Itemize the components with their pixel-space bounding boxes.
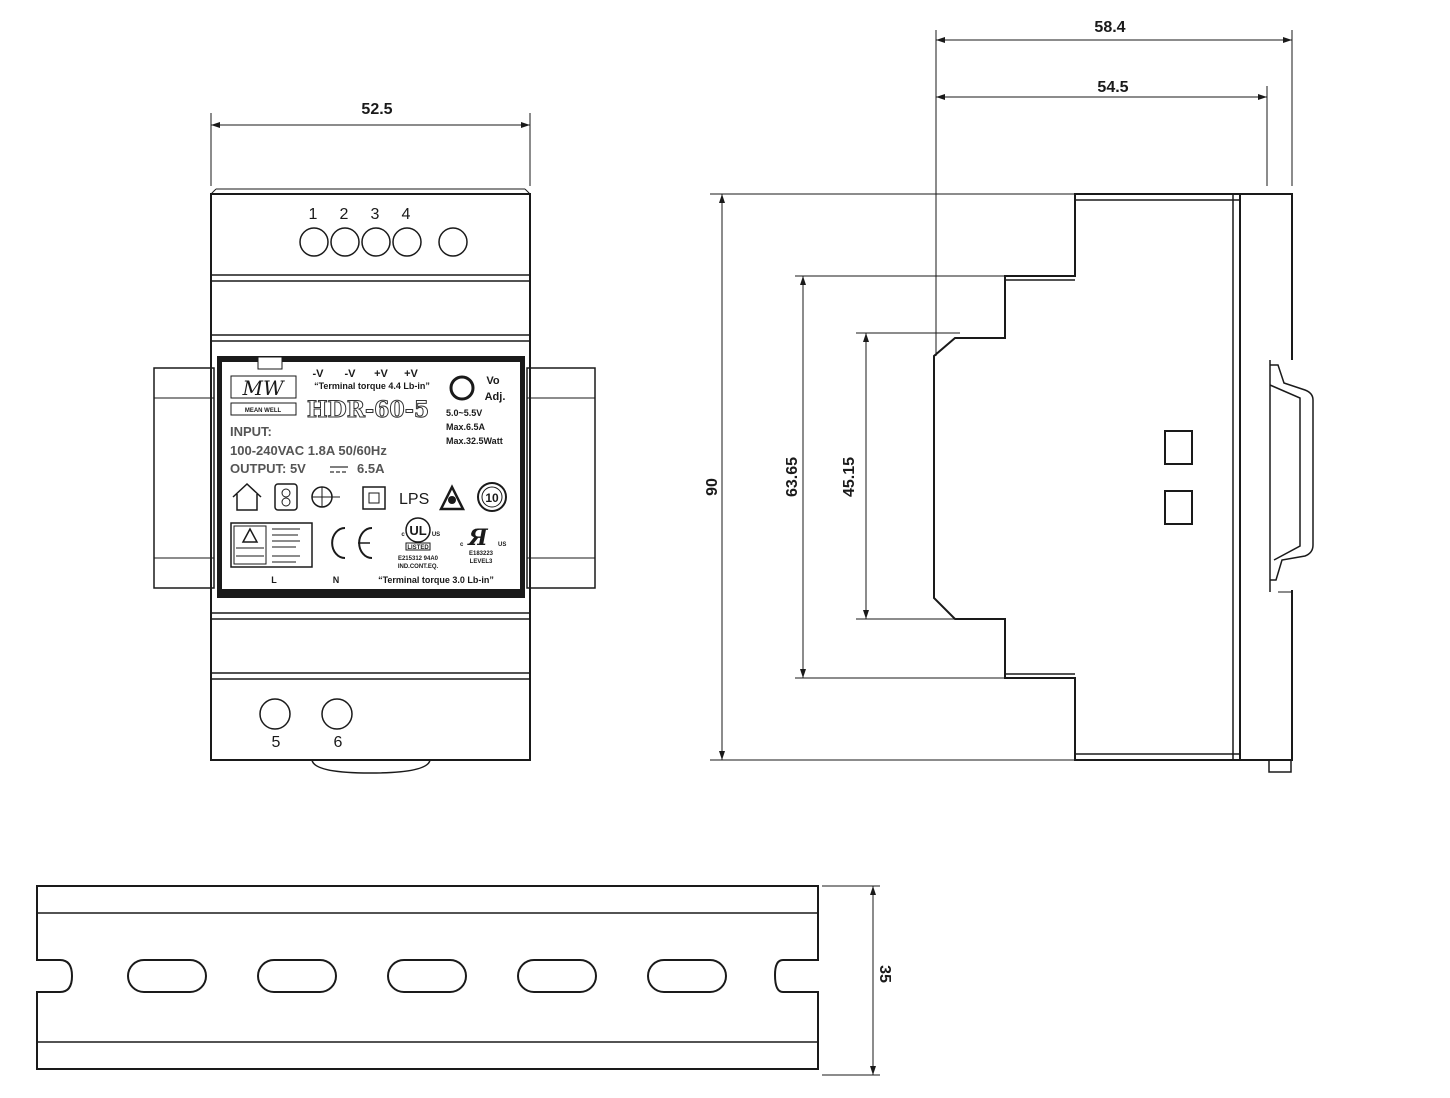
front-view: 52.5 1 2 — [153, 101, 596, 774]
dimension-total-depth-value: 58.4 — [1094, 19, 1125, 36]
pin-label-3: +V — [374, 368, 388, 380]
ul-us-text: US — [432, 532, 440, 538]
input-spec: 100-240VAC 1.8A 50/60Hz — [230, 443, 387, 458]
thermal-fuse-icon — [311, 486, 340, 508]
household-icon — [232, 482, 262, 511]
torque-top-text: “Terminal torque 4.4 Lb-in” — [314, 381, 430, 391]
pin-label-4: +V — [404, 368, 418, 380]
dimension-step-inner-value: 45.15 — [841, 457, 858, 497]
dimension-step-outer-value: 63.65 — [784, 457, 801, 497]
ur-c-text: c — [460, 542, 464, 548]
torque-bottom-text: “Terminal torque 3.0 Lb-in” — [378, 575, 494, 585]
ur-recognized-icon: Я c US — [460, 525, 506, 551]
ul-file-number: E215312 94A0 — [398, 556, 439, 562]
pin-n-label: N — [333, 575, 340, 585]
svg-text:MW: MW — [241, 376, 284, 400]
terminal-1-label: 1 — [309, 206, 318, 223]
input-title: INPUT: — [230, 424, 272, 439]
dimension-height-value: 90 — [704, 478, 721, 496]
level-text: LEVEL3 — [470, 559, 493, 565]
dimension-front-width: 52.5 — [210, 101, 531, 186]
side-window-upper — [1164, 430, 1193, 465]
dimension-step-outer: 63.65 — [784, 275, 1005, 679]
side-window-lower — [1164, 490, 1193, 525]
din-rail-view: 35 — [36, 885, 893, 1076]
ur-us-text: US — [498, 542, 506, 548]
dimension-total-depth: 58.4 — [935, 19, 1293, 356]
efficiency-level-text: 10 — [485, 491, 499, 505]
tuv-mark-icon — [230, 522, 313, 568]
pin-label-2: -V — [345, 368, 357, 380]
meanwell-logo: MW MEAN WELL — [230, 375, 297, 416]
ul-listed-icon: UL c US LISTED — [401, 517, 440, 551]
product-label: -V -V +V +V “Terminal torque 4.4 Lb-in” … — [217, 356, 525, 598]
model-number: HDR-60-5 — [307, 397, 429, 423]
ind-cont-eq: IND.CONT.EQ. — [398, 564, 439, 570]
dimension-body-depth-value: 54.5 — [1097, 79, 1128, 96]
terminal-4-label: 4 — [402, 206, 411, 223]
listed-text: LISTED — [407, 545, 429, 551]
terminal-2-label: 2 — [340, 206, 349, 223]
double-insulation-icon — [362, 486, 386, 510]
output-label: OUTPUT: 5V — [230, 461, 306, 476]
adj-label: Adj. — [485, 391, 506, 403]
ul-c-text: c — [401, 532, 405, 538]
pin-l-label: L — [271, 575, 277, 585]
vo-adjust-knob-icon — [449, 375, 475, 401]
max-current: Max.6.5A — [446, 422, 486, 432]
dimension-step-inner: 45.15 — [841, 332, 960, 620]
brand-name: MEAN WELL — [245, 408, 282, 414]
ur-file-number: E183223 — [469, 551, 494, 557]
bottom-terminal-block: 5 6 — [259, 698, 353, 751]
output-current: 6.5A — [357, 461, 385, 476]
ce-mark-icon — [331, 527, 373, 559]
dimension-front-width-value: 52.5 — [361, 101, 392, 118]
efficiency-level-icon: 10 — [477, 482, 507, 512]
dimension-rail-height: 35 — [822, 885, 893, 1076]
side-view: 58.4 54.5 90 63.65 — [704, 19, 1314, 773]
terminal-5-label: 5 — [272, 734, 281, 751]
cec-triangle-icon — [438, 484, 466, 511]
max-power: Max.32.5Watt — [446, 436, 503, 446]
pin-label-1: -V — [313, 368, 325, 380]
svg-text:Я: Я — [466, 525, 488, 551]
voltage-range: 5.0~5.5V — [446, 408, 482, 418]
top-terminal-block: 1 2 3 4 — [299, 206, 468, 257]
dc-symbol-icon — [330, 466, 348, 473]
terminal-3-label: 3 — [371, 206, 380, 223]
lps-mark: LPS — [399, 491, 429, 508]
svg-text:UL: UL — [409, 523, 426, 538]
dimension-rail-height-value: 35 — [876, 965, 893, 983]
dimension-body-depth: 54.5 — [936, 79, 1268, 186]
vo-label: Vo — [486, 375, 500, 387]
terminal-6-label: 6 — [334, 734, 343, 751]
transformer-icon — [274, 483, 298, 511]
